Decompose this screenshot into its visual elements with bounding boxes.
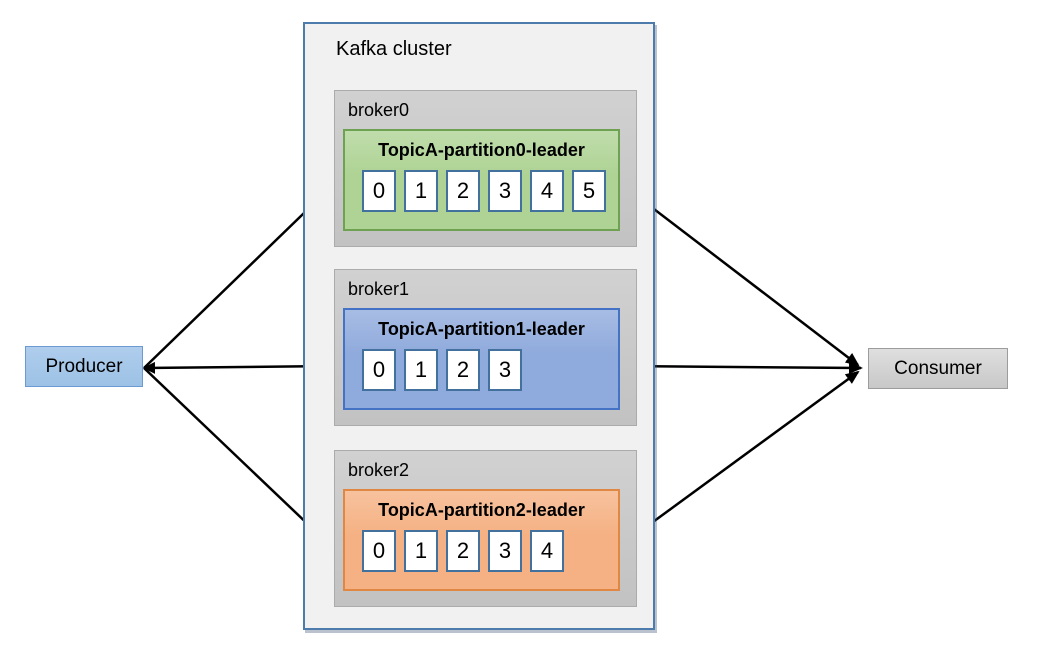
offset-cell: 3 (488, 349, 522, 391)
offset-cell: 3 (488, 530, 522, 572)
broker1-label: broker1 (348, 279, 410, 299)
broker0-label: broker0 (348, 100, 410, 120)
producer-node: Producer (25, 346, 143, 387)
offset-cell: 1 (404, 349, 438, 391)
offset-cell: 4 (530, 170, 564, 212)
offset-cell: 0 (362, 349, 396, 391)
offset-cell: 0 (362, 170, 396, 212)
partition2-label: TopicA-partition2-leader (378, 500, 585, 520)
offset-cell: 4 (530, 530, 564, 572)
consumer-node: Consumer (868, 348, 1008, 389)
offset-cell: 1 (404, 170, 438, 212)
partition0-label: TopicA-partition0-leader (378, 140, 585, 160)
producer-label: Producer (45, 355, 123, 377)
offset-cell: 1 (404, 530, 438, 572)
offset-cell: 0 (362, 530, 396, 572)
consumer-label: Consumer (894, 357, 982, 379)
offset-cell: 2 (446, 349, 480, 391)
cluster-title: Kafka cluster (336, 38, 452, 60)
partition1-label: TopicA-partition1-leader (378, 319, 585, 339)
offset-cell: 5 (572, 170, 606, 212)
broker2-label: broker2 (348, 460, 410, 480)
offset-cell: 2 (446, 170, 480, 212)
kafka-cluster-container: Kafka cluster broker0 TopicA-partition0-… (303, 22, 655, 630)
offset-cell: 2 (446, 530, 480, 572)
offset-cell: 3 (488, 170, 522, 212)
